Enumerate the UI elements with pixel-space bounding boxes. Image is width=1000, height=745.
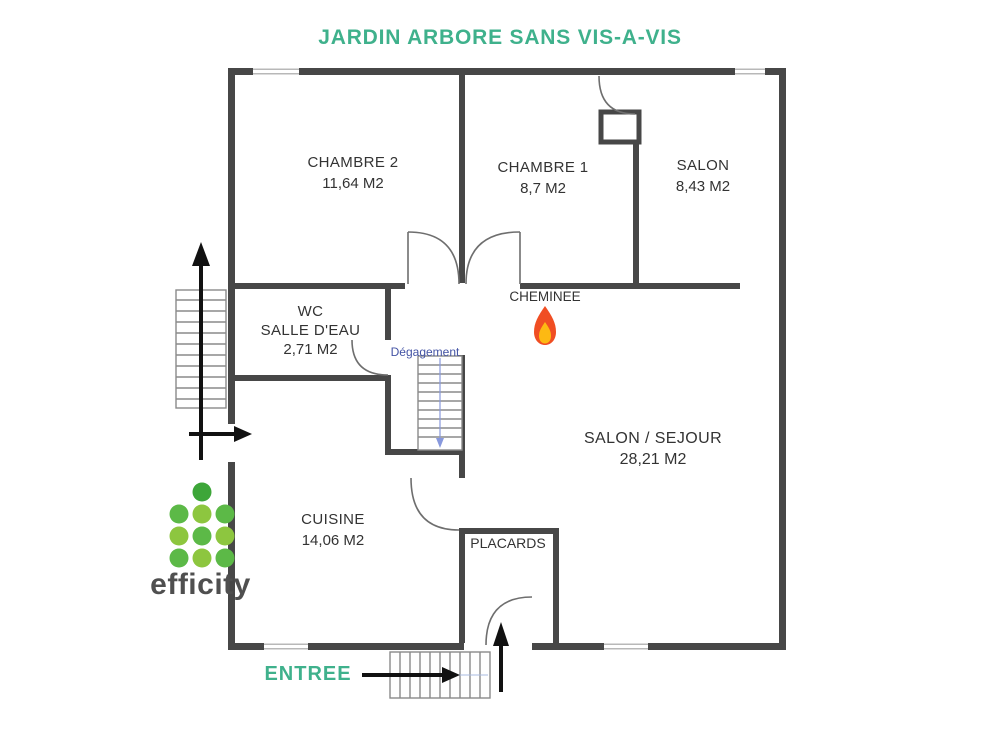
room-area: 11,64 M2 (322, 175, 384, 192)
wall-corridor-right (520, 283, 740, 289)
room-label-sejour: SALON / SEJOUR 28,21 M2 (558, 428, 748, 470)
wall-left-upper (228, 68, 235, 424)
door-chambre1 (465, 231, 521, 285)
window-bottom-right (604, 643, 648, 650)
arrows (189, 242, 509, 692)
room-label-wc: WC SALLE D'EAU 2,71 M2 (243, 302, 378, 359)
efficity-logo-icon (169, 482, 235, 568)
wall-bottom-left (228, 643, 464, 650)
entry-right-arrow-icon (362, 667, 460, 683)
room-label-chambre2: CHAMBRE 2 11,64 M2 (278, 152, 428, 194)
window-top-right (735, 68, 765, 75)
wall-stairwell-left (385, 375, 391, 455)
degagement-label: Dégagement (390, 345, 460, 359)
wall-cuisine-upper (459, 449, 465, 478)
room-name: CHAMBRE 2 (307, 154, 399, 171)
room-name: CUISINE (301, 511, 365, 528)
stair-down-arrow-icon (436, 438, 444, 448)
room-area: 8,43 M2 (675, 178, 731, 195)
wall-placards-top (459, 528, 559, 534)
room-name: SALON (676, 157, 730, 174)
wall-placards-right (553, 528, 559, 650)
entry-up-arrow-icon (493, 622, 509, 692)
room-label-salon: SALON 8,43 M2 (648, 155, 758, 197)
room-area: 2,71 M2 (283, 341, 338, 358)
wall-stairwell-bottom (385, 449, 465, 455)
room-label-cuisine: CUISINE 14,06 M2 (263, 509, 403, 551)
windows (253, 68, 765, 650)
wall-corridor-left (228, 283, 405, 289)
wall-bottom-right (532, 643, 786, 650)
cheminee-label: CHEMINEE (509, 289, 581, 304)
up-arrow-icon (192, 242, 210, 460)
wall-right (779, 68, 786, 650)
placards-label: PLACARDS (470, 535, 546, 551)
entree-label: ENTREE (264, 663, 352, 685)
room-name: SALON / SEJOUR (583, 430, 723, 447)
stairs-interior (417, 355, 463, 451)
wall-chimney-recess (598, 109, 642, 145)
fireplace-flame-icon (534, 306, 556, 345)
plan-title: JARDIN ARBORE SANS VIS-A-VIS (318, 26, 682, 49)
wall-cuisine-lower (459, 530, 465, 643)
room-area: 28,21 M2 (619, 451, 687, 468)
right-arrow-icon (189, 426, 252, 442)
window-bottom-left (264, 643, 308, 650)
door-arcs (351, 75, 636, 646)
wall-wc-right-upper (385, 283, 391, 340)
room-name: WC (297, 303, 324, 320)
room-area: 8,7 M2 (520, 180, 566, 197)
door-chambre2 (407, 231, 460, 285)
room-name: CHAMBRE 1 (497, 159, 589, 176)
window-top-left (253, 68, 299, 75)
door-entrance (485, 596, 533, 646)
efficity-wordmark: efficity (150, 568, 251, 601)
wall-wc-bottom (228, 375, 388, 381)
room-label-chambre1: CHAMBRE 1 8,7 M2 (473, 157, 613, 199)
door-wc (351, 339, 389, 376)
wall-salon-left (633, 140, 639, 283)
wall-chambre-divider (459, 68, 465, 283)
room-area: 14,06 M2 (301, 532, 365, 549)
door-salon (598, 75, 636, 115)
wall-top (228, 68, 786, 75)
door-cuisine (410, 477, 460, 531)
room-name-2: SALLE D'EAU (260, 322, 361, 339)
